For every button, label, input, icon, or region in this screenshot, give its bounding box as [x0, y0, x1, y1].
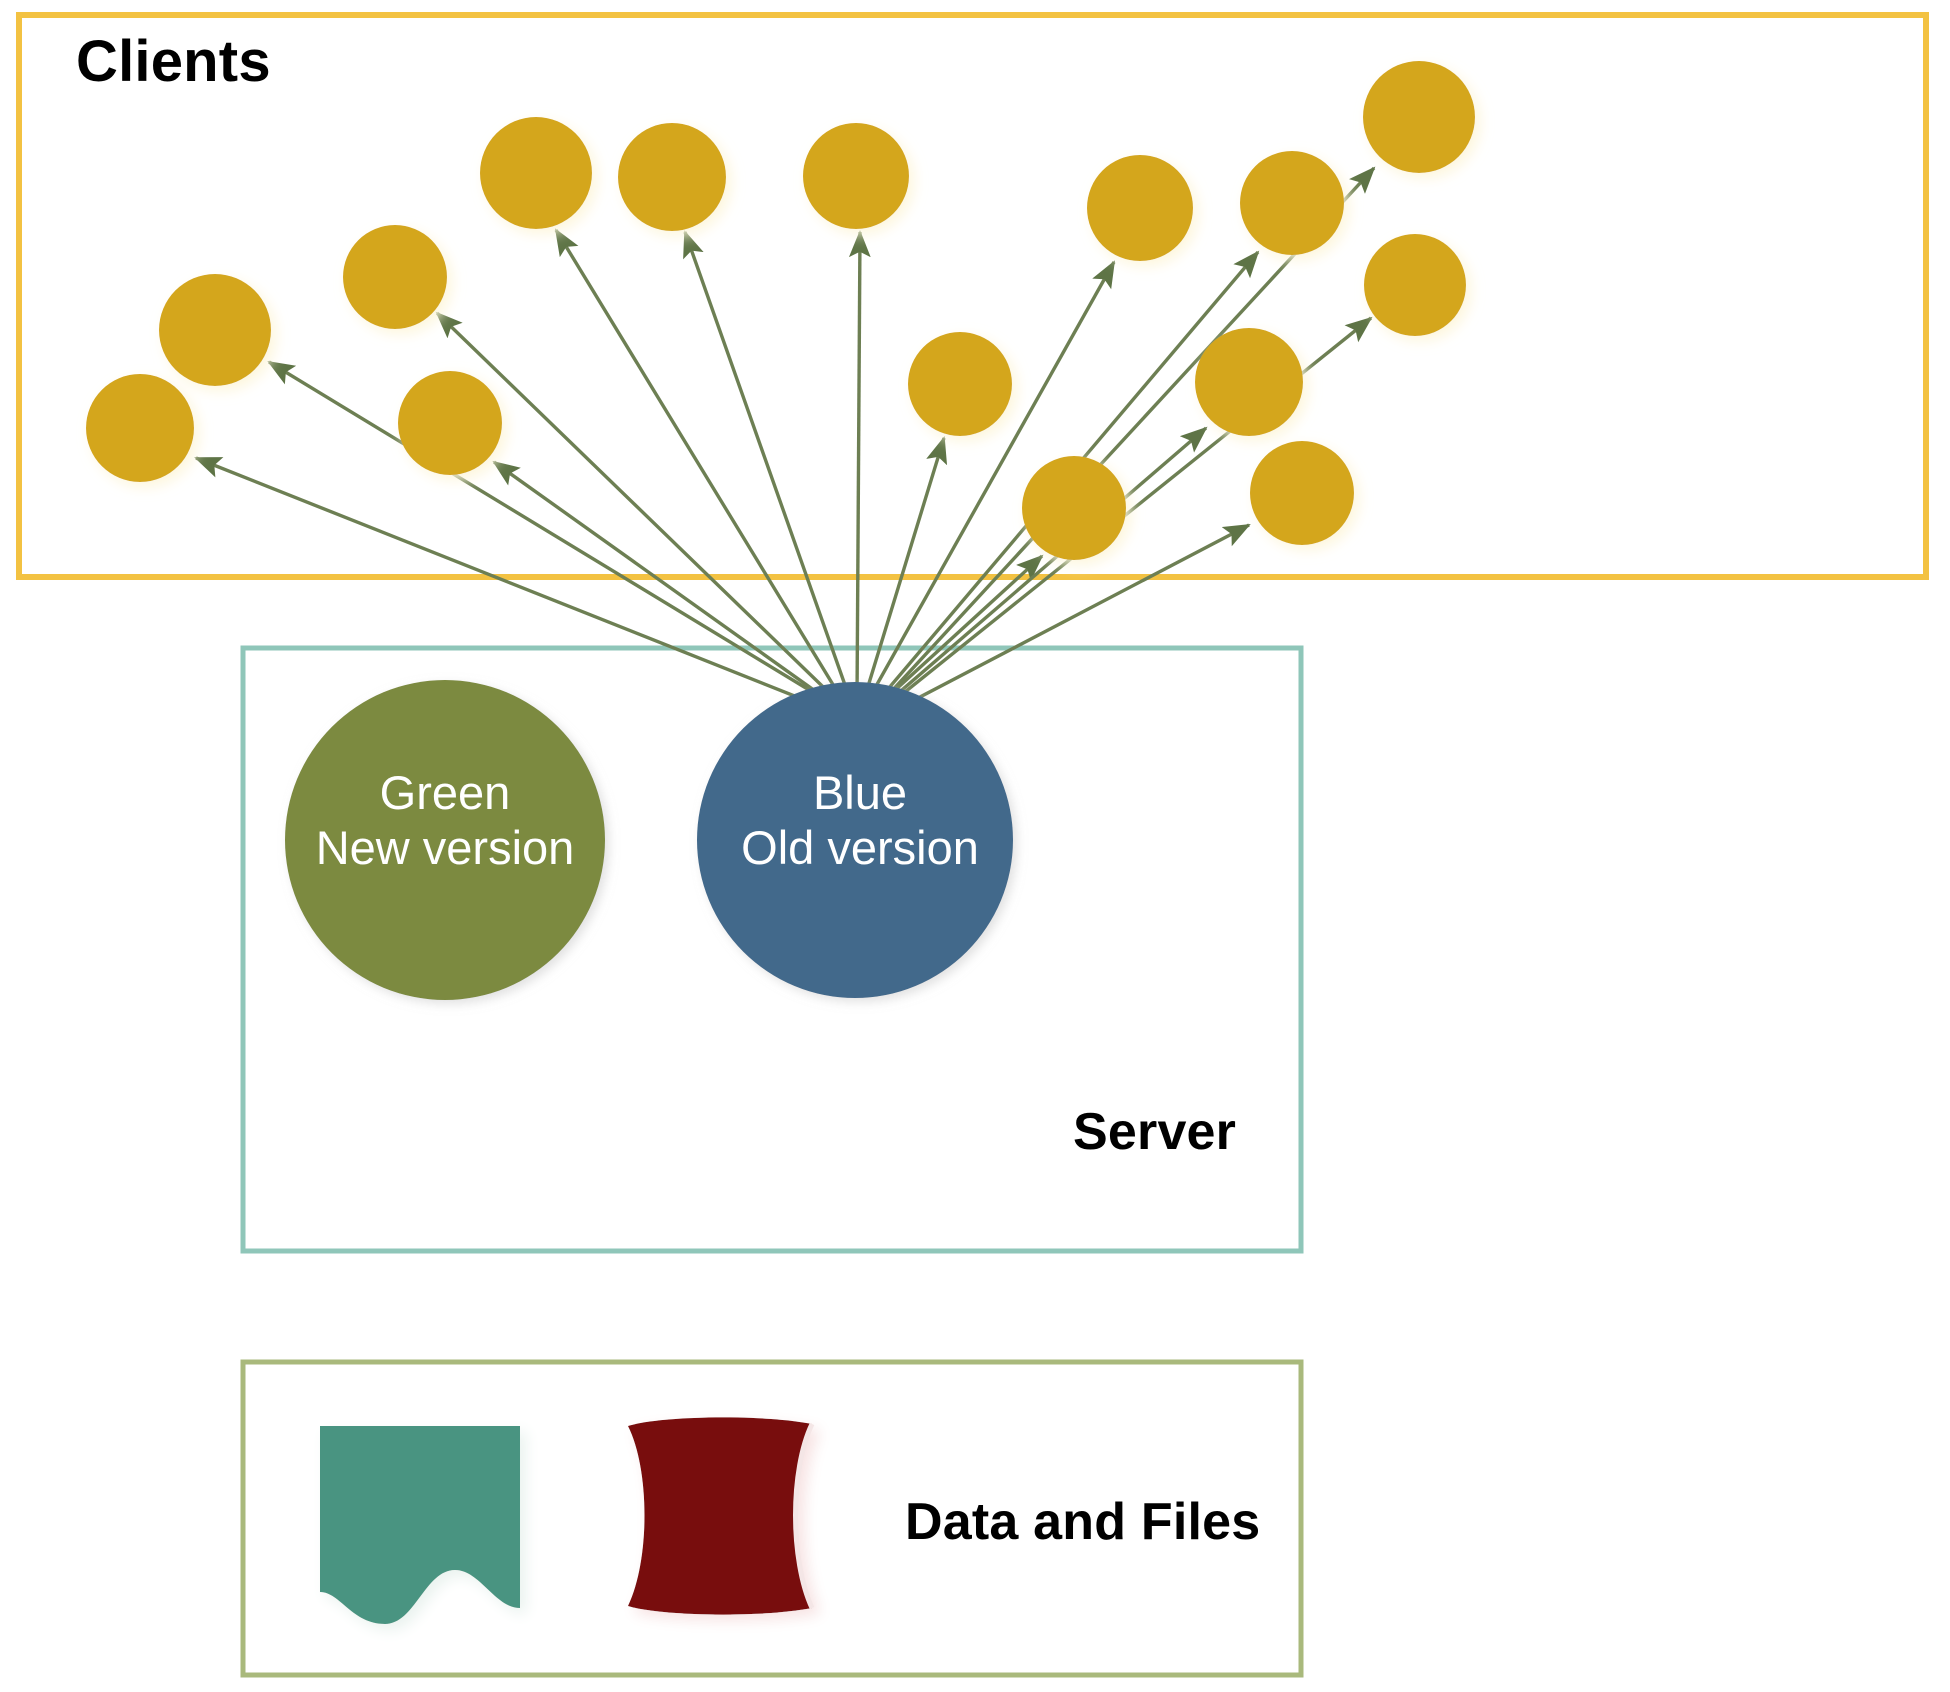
arrow-to-client-3: [435, 311, 851, 714]
arrow-to-client-2: [267, 360, 853, 718]
client-circle[interactable]: [1250, 441, 1354, 545]
document-shape[interactable]: [320, 1426, 520, 1624]
blue-node-line2: Old version: [741, 821, 979, 875]
client-circle[interactable]: [159, 274, 271, 386]
arrow-to-client-1: [194, 456, 856, 722]
arrow-to-client-8: [860, 436, 948, 707]
blue-old-version-node[interactable]: [697, 682, 1013, 998]
arrow-to-client-4: [492, 460, 854, 720]
green-node-label: Green New version: [285, 765, 605, 876]
client-circle[interactable]: [1363, 61, 1475, 173]
client-circle[interactable]: [1195, 328, 1303, 436]
client-circle[interactable]: [1240, 151, 1344, 255]
green-new-version-node[interactable]: [285, 680, 605, 1000]
arrow-to-client-14: [876, 166, 1376, 708]
client-circle[interactable]: [1087, 155, 1193, 261]
client-circle[interactable]: [1022, 456, 1126, 560]
clients-box: [16, 12, 1929, 580]
blue-node-label: Blue Old version: [715, 765, 1005, 876]
blue-node-line1: Blue: [812, 766, 908, 819]
client-circle[interactable]: [398, 371, 502, 475]
arrow-to-client-5: [554, 228, 848, 707]
arrow-to-client-10: [867, 554, 1044, 716]
client-circle[interactable]: [86, 374, 194, 482]
client-circle[interactable]: [1364, 234, 1466, 336]
arrow-to-client-7: [848, 229, 871, 701]
database-cylinder-shape[interactable]: [628, 1417, 815, 1615]
green-node-line2: New version: [315, 821, 575, 875]
arrow-to-client-12: [872, 426, 1208, 716]
server-section-label: Server: [1073, 1103, 1237, 1161]
data-and-files-section-label: Data and Files: [905, 1493, 1261, 1551]
client-circle[interactable]: [803, 123, 909, 229]
arrow-to-client-9: [864, 260, 1116, 705]
client-circle[interactable]: [343, 225, 447, 329]
arrow-to-client-13: [875, 523, 1251, 722]
client-circle[interactable]: [908, 332, 1012, 436]
client-circle[interactable]: [618, 123, 726, 231]
green-node-line1: Green: [379, 766, 511, 819]
arrow-to-client-6: [683, 230, 853, 703]
clients-section-label: Clients: [76, 29, 271, 94]
arrow-group: [194, 166, 1376, 722]
client-circle-group: [86, 61, 1475, 560]
data-files-box: [240, 1359, 1304, 1678]
server-box: [240, 645, 1304, 1254]
client-circle[interactable]: [480, 117, 592, 229]
